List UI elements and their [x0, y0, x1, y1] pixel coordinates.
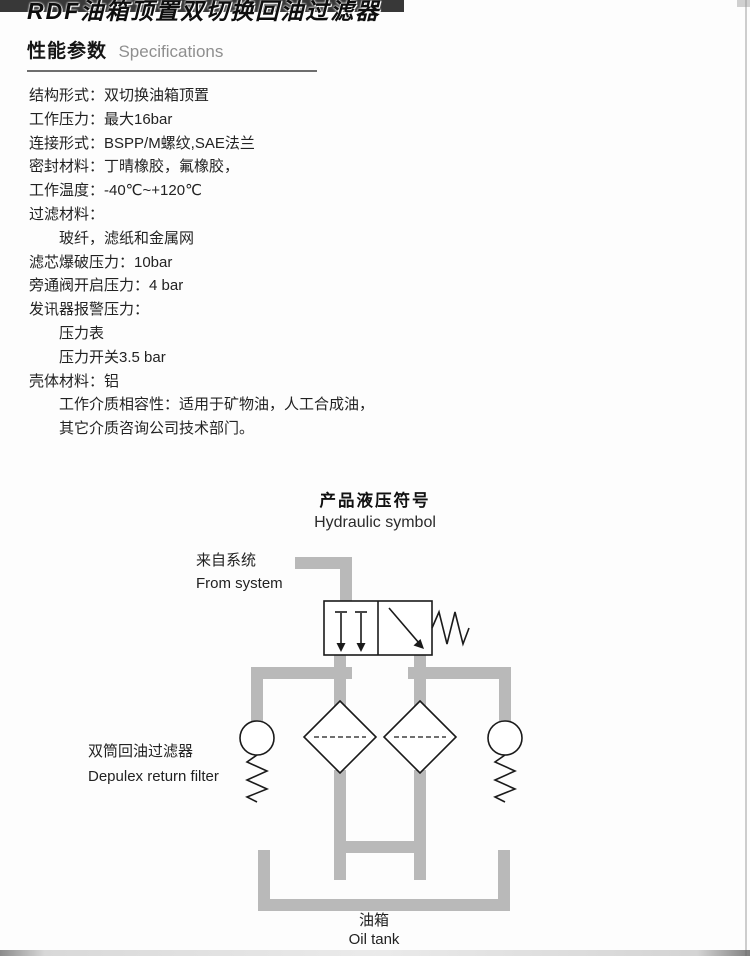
spec-line: 发讯器报警压力：	[29, 301, 150, 319]
scan-edge-bottom	[0, 950, 750, 956]
scan-edge-right	[745, 0, 747, 956]
from-system-label-zh: 来自系统	[196, 552, 257, 569]
tank-outline	[258, 850, 510, 911]
duplex-filter-label-en: Depulex return filter	[88, 768, 219, 785]
diagram-title: 产品液压符号 Hydraulic symbol	[0, 490, 750, 534]
page-title: RDF油箱顶置双切换回油过滤器	[27, 0, 381, 24]
duplex-filter-label-zh: 双筒回油过滤器	[88, 743, 194, 760]
spec-line: 工作介质相容性：适用于矿物油，人工合成油，	[29, 396, 375, 414]
spec-line: 工作温度：-40℃~+120℃	[29, 182, 202, 200]
duplex-filter-label: 双筒回油过滤器 Depulex return filter	[88, 739, 219, 789]
oil-tank-label-en: Oil tank	[348, 931, 400, 948]
diagram-title-en: Hydraulic symbol	[314, 514, 436, 531]
bypass-valve-right-icon	[487, 720, 523, 803]
spec-line: 连接形式：BSPP/M螺纹,SAE法兰	[29, 134, 255, 152]
spec-line: 压力开关3.5 bar	[29, 348, 166, 366]
section-heading-en: Specifications	[118, 42, 224, 61]
spec-line: 结构形式：双切换油箱顶置	[29, 87, 210, 104]
directional-valve-symbol	[323, 600, 470, 656]
spec-line: 壳体材料：铝	[29, 372, 120, 390]
filter-element-right-icon	[382, 699, 458, 775]
hydraulic-schematic-diagram	[239, 557, 523, 911]
spec-line: 旁通阀开启压力：4 bar	[29, 277, 184, 295]
section-heading-zh: 性能参数	[27, 41, 108, 62]
spec-line: 其它介质咨询公司技术部门。	[29, 420, 255, 438]
from-system-label-en: From system	[196, 575, 283, 592]
spec-list: 结构形式：双切换油箱顶置 工作压力：最大16bar 连接形式：BSPP/M螺纹,…	[29, 84, 374, 441]
spec-line: 密封材料：丁晴橡胶，氟橡胶，	[29, 158, 240, 176]
spec-line: 工作压力：最大16bar	[29, 110, 173, 128]
oil-tank-label-zh: 油箱	[358, 912, 389, 929]
from-system-label: 来自系统 From system	[196, 549, 283, 595]
spec-line: 过滤材料：	[29, 205, 105, 223]
manifold-left	[251, 667, 352, 724]
title-band	[0, 0, 404, 12]
manifold-right	[408, 667, 511, 724]
filter-element-left-icon	[302, 699, 378, 775]
pipe-network	[251, 557, 511, 911]
bypass-valve-left-icon	[239, 720, 275, 803]
spec-line: 压力表	[29, 324, 105, 342]
spec-line: 滤芯爆破压力：10bar	[29, 253, 173, 271]
spec-line: 玻纤，滤纸和金属网	[29, 229, 195, 247]
section-heading: 性能参数 Specifications	[27, 36, 317, 72]
diagram-title-zh: 产品液压符号	[319, 492, 431, 510]
valve-spring-icon	[431, 609, 470, 647]
oil-tank-label: 油箱 Oil tank	[0, 911, 748, 949]
symbol-layer	[239, 600, 523, 803]
inlet-pipe	[295, 557, 352, 603]
scan-mark-top-right	[737, 0, 750, 7]
